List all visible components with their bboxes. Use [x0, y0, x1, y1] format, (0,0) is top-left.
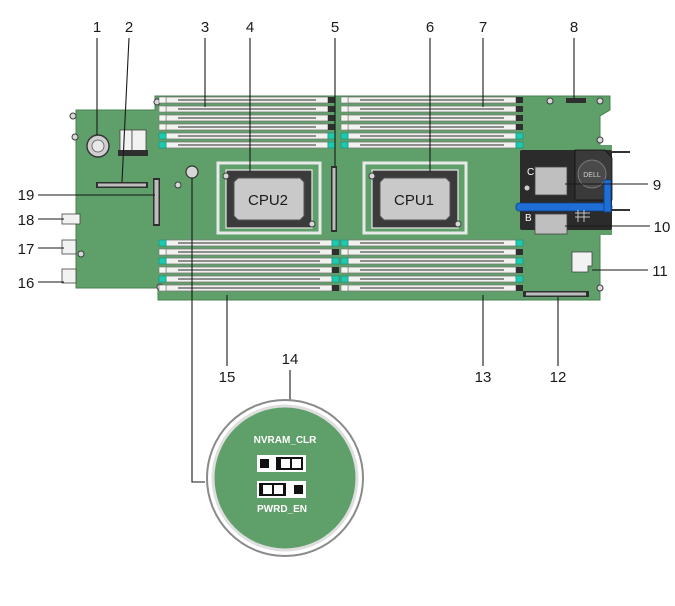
callout-14-number: 14 [282, 351, 299, 368]
callout-8-number: 8 [570, 19, 578, 36]
dimm-group-cpu1-top [340, 96, 524, 149]
callout-11-number: 11 [652, 263, 668, 280]
dimm-slot [158, 248, 339, 256]
dimm-group-cpu2-top [158, 96, 336, 149]
dimm-group-cpu2-bottom [158, 239, 340, 292]
cpu2-label: CPU2 [248, 192, 288, 209]
callout-2-leader [121, 37, 130, 183]
callout-5-number: 5 [331, 19, 339, 36]
connector-8 [566, 98, 586, 103]
dimm-slot [158, 275, 340, 283]
dimm-slot [158, 239, 340, 247]
dimm-group-cpu1-bottom [340, 239, 524, 292]
screw-icon [596, 284, 604, 292]
dimm-slot [158, 266, 339, 274]
screw-icon [596, 97, 604, 105]
nvram-clr-jumper [257, 455, 306, 472]
callout-1-number: 1 [93, 19, 101, 36]
dimm-slot [340, 132, 524, 140]
nvram-clr-label: NVRAM_CLR [254, 435, 318, 446]
jumper-detail-leader [191, 178, 205, 483]
dimm-slot-groups [158, 96, 524, 292]
dell-logo: DELL [583, 172, 601, 179]
dimm-slot [158, 96, 335, 104]
screw-icon [174, 181, 182, 189]
dimm-slot [340, 239, 524, 247]
usb-connector [118, 129, 148, 156]
port-18 [61, 213, 81, 225]
callout-16-number: 16 [18, 275, 35, 292]
dimm-slot [158, 257, 340, 265]
jumper-detail-magnifier: NVRAM_CLR PWRD_EN [206, 399, 364, 557]
mezzanine-latch-handle[interactable] [515, 202, 613, 212]
screw-icon [546, 97, 554, 105]
callout-leader-lines [38, 37, 650, 430]
screw-icon [69, 112, 77, 120]
callout-18-number: 18 [18, 212, 35, 229]
callout-2-number: 2 [125, 19, 133, 36]
port-16 [61, 268, 77, 284]
dimm-slot [158, 284, 339, 292]
dimm-slot [158, 105, 335, 113]
cpu2-socket: CPU2 [216, 161, 322, 235]
screw-icon [596, 136, 604, 144]
dimm-slot [158, 132, 336, 140]
callout-4-number: 4 [246, 19, 254, 36]
dimm-slot [340, 275, 524, 283]
dimm-slot [340, 114, 523, 122]
cpu1-label: CPU1 [394, 192, 434, 209]
callout-3-number: 3 [201, 19, 209, 36]
dimm-slot [340, 96, 523, 104]
jumper-location-marker [185, 165, 199, 179]
screw-icon [77, 250, 85, 258]
dimm-slot [158, 141, 336, 149]
dimm-slot [340, 284, 523, 292]
callout-19-number: 19 [18, 187, 35, 204]
dimm-slot [340, 141, 524, 149]
mezzanine-slot-c-label: C [527, 167, 534, 178]
callout-15-number: 15 [219, 369, 236, 386]
dimm-slot [340, 257, 524, 265]
dimm-slot [340, 248, 523, 256]
callout-13-number: 13 [475, 369, 492, 386]
dimm-slot [158, 114, 335, 122]
dimm-slot [340, 105, 523, 113]
callout-17-number: 17 [18, 241, 35, 258]
callout-10-number: 10 [654, 219, 671, 236]
port-17 [61, 239, 77, 255]
dimm-slot [158, 123, 335, 131]
callout-9-number: 9 [653, 177, 661, 194]
callout-6-number: 6 [426, 19, 434, 36]
pwrd-en-label: PWRD_EN [257, 504, 307, 515]
mezzanine-slot-b-label: B [525, 213, 532, 224]
callout-12-number: 12 [550, 369, 567, 386]
dimm-slot [340, 266, 523, 274]
connector-11 [571, 251, 593, 273]
cpu1-socket: CPU1 [362, 161, 468, 235]
mezzanine-card-slots: C B DELL [515, 149, 630, 235]
screw-icon [71, 133, 79, 141]
dimm-slot [340, 123, 523, 131]
callout-7-number: 7 [479, 19, 487, 36]
pwrd-en-jumper [257, 481, 306, 498]
